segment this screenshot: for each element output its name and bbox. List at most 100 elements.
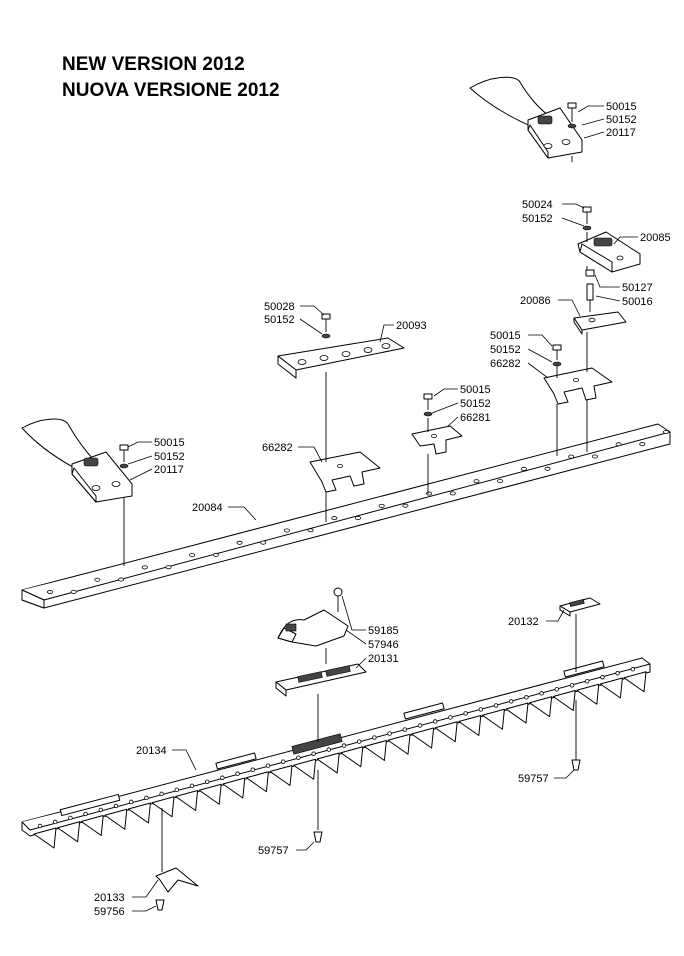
knife-hole (113, 803, 119, 809)
plate-20086 (573, 311, 627, 335)
knife-tooth (57, 821, 81, 843)
label-p32: 59756 (94, 906, 125, 918)
bar-hole (118, 577, 125, 582)
bar-hole (94, 577, 101, 582)
knife-hole (539, 691, 544, 696)
knife-tooth (316, 752, 340, 774)
knife-hole (478, 707, 483, 712)
bar-hole (568, 454, 575, 459)
label-p20: 50015 (154, 437, 185, 449)
knife-hole (53, 819, 58, 825)
part-labels: 50015 50152 20117 50024 50152 20085 5012… (94, 101, 671, 918)
knife-tooth (80, 815, 104, 836)
knife-hole (402, 727, 407, 732)
label-p31: 20133 (94, 892, 125, 904)
knife-hole (630, 667, 635, 672)
bolt-upper-right (582, 206, 592, 231)
knife-hole (144, 795, 149, 801)
screws-59757 (313, 759, 581, 843)
holder-left (21, 418, 133, 503)
bar-hole (260, 540, 267, 545)
label-p7: 50127 (622, 282, 653, 294)
bar-hole (473, 479, 480, 484)
label-p23: 20084 (192, 502, 223, 514)
guard-20133 (155, 867, 199, 911)
bar-hole (449, 491, 456, 496)
plate-66282-center (309, 451, 381, 493)
knife-hole (600, 675, 605, 680)
bar-hole (520, 466, 527, 471)
knife-hole (357, 739, 362, 744)
label-p26: 57946 (368, 639, 399, 651)
label-p16: 50015 (460, 384, 491, 396)
knife-tooth (222, 777, 246, 799)
label-p3: 20117 (606, 127, 636, 139)
label-p12: 20093 (396, 320, 427, 332)
bar-hole (354, 516, 361, 521)
knife-hole (204, 779, 210, 784)
knife-hole (509, 699, 514, 704)
label-p5: 50152 (522, 213, 553, 225)
label-p17: 50152 (460, 398, 491, 410)
plate-20093 (277, 313, 405, 379)
label-p14: 50152 (490, 344, 521, 356)
bar-hole (70, 589, 77, 594)
label-p18: 66281 (460, 412, 491, 424)
knife-hole (326, 747, 331, 752)
knife-hole (83, 811, 88, 817)
label-p2: 50152 (606, 114, 637, 126)
label-p21: 50152 (154, 451, 185, 463)
alignment-lines-top (123, 156, 588, 566)
label-p29: 59757 (518, 773, 549, 785)
knife-hole (174, 787, 179, 793)
knife-hole (220, 775, 225, 780)
knife-tooth (175, 790, 199, 811)
alignment-lines-bottom (161, 614, 577, 872)
bar-hole (663, 429, 670, 434)
knife-tooth (269, 765, 293, 786)
knife-hole (341, 743, 347, 748)
label-p6: 20085 (640, 232, 671, 244)
knife-hole (311, 751, 316, 756)
knife-tooth (411, 727, 435, 749)
bracket-20085 (577, 231, 641, 273)
guard-59185 (277, 587, 349, 647)
knife-hole (265, 763, 271, 768)
bar-hole (497, 479, 504, 484)
knife-hole (37, 823, 43, 829)
bar-hole (615, 442, 622, 447)
knife-hole (569, 683, 575, 688)
knife-hole (189, 783, 195, 788)
label-p4: 50024 (522, 199, 553, 211)
knife-hole (250, 767, 255, 772)
bar-hole (212, 552, 219, 557)
label-p30: 59757 (258, 845, 289, 857)
label-p24: 20132 (508, 616, 539, 628)
label-p10: 50028 (264, 301, 295, 313)
knife-tooth (458, 715, 482, 736)
label-p11: 50152 (264, 314, 295, 326)
nut-bolt-right (585, 269, 595, 312)
knife-tooth (434, 721, 458, 743)
bar-20084 (21, 423, 671, 609)
plate-20131 (275, 663, 367, 697)
knife-tooth (505, 702, 529, 724)
plate-66282-right (543, 367, 613, 405)
knife-tooth (576, 683, 600, 705)
knife-hole (387, 731, 392, 736)
knife-hole (417, 723, 423, 728)
bolt-right-66282 (552, 344, 562, 367)
label-p22: 20117 (154, 464, 184, 476)
knife-tooth (104, 808, 128, 830)
bar-hole (189, 553, 196, 558)
knife-tooth (293, 758, 317, 780)
knife-hole (524, 695, 529, 700)
knife-hole (98, 807, 103, 813)
knife-tooth (387, 733, 411, 755)
label-p25: 59185 (368, 625, 399, 637)
knife-tooth (245, 771, 269, 793)
knife-hole (433, 719, 438, 724)
knife-tooth (127, 802, 151, 824)
bar-hole (378, 503, 385, 508)
